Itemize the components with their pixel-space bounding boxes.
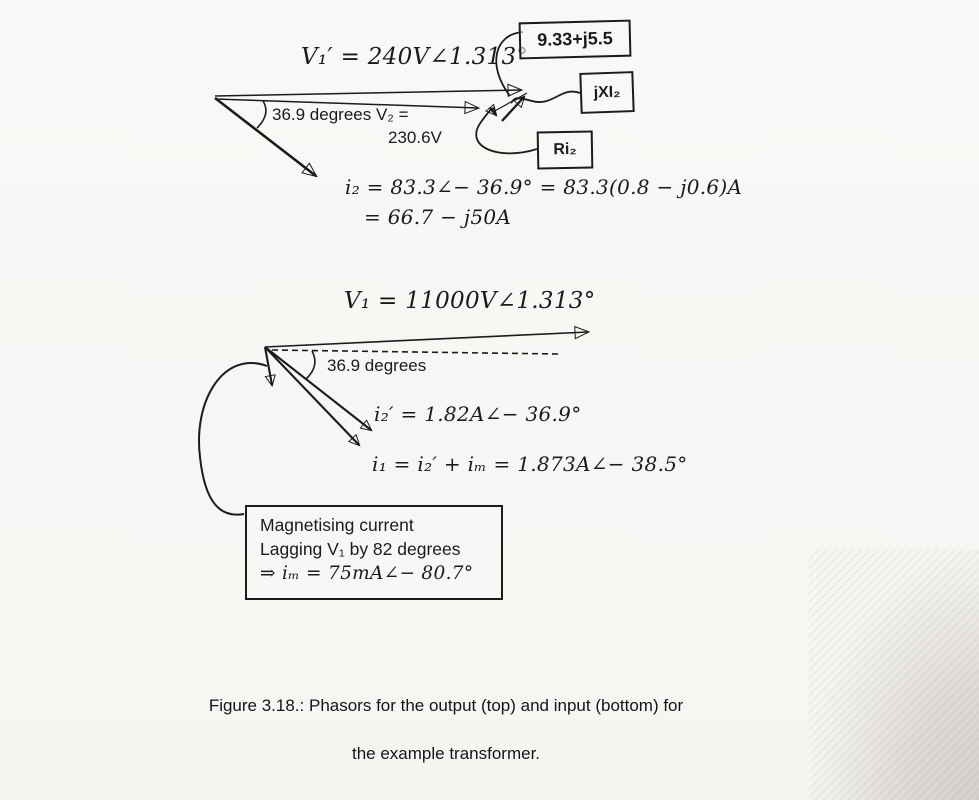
reference-dashed-line [271,349,559,355]
i2-equation-line1: i₂ = 83.3∠− 36.9° = 83.3(0.8 − j0.6)A [345,175,743,199]
jxi2-box-callout-curve [510,90,581,104]
scan-corner-shadow [809,550,979,800]
figure-caption-line2: the example transformer. [351,744,541,763]
impedance-box-callout-curve [495,31,524,97]
magnetising-box-line1: Magnetising current [260,515,414,535]
angle-label-bottom: 36.9 degrees [327,356,427,375]
ri2-box-callout-curve [475,107,538,155]
v2-phasor-arrow [214,98,481,115]
magnetising-box-line2: Lagging V₁ by 82 degrees [260,538,461,559]
jxi2-drop-arrow [501,97,524,122]
figure-caption-line1: Figure 3.18.: Phasors for the output (to… [208,696,684,715]
reactance-drop-label: jXI₂ [593,83,621,101]
v1-label: V₁ = 11000V∠1.313° [344,288,596,314]
magnetising-current-box: Magnetising current Lagging V₁ by 82 deg… [245,505,503,600]
magnetising-box-line3: ⇒ iₘ = 75mA∠− 80.7° [260,563,474,585]
angle-arc-top [256,100,267,129]
v1-prime-label: V₁′ = 240V∠1.313° [301,44,529,70]
angle-v2-label-line2: 230.6V [388,128,442,147]
drop-triangle-edge-line [492,92,528,113]
i2-equation-line2: = 66.7 − j50A [364,205,512,229]
magnetising-current-arrow [263,346,272,385]
v1-prime-phasor-arrow [214,83,524,98]
reactance-drop-box: jXI₂ [579,71,635,114]
i2-prime-equation: i₂′ = 1.82A∠− 36.9° [374,402,582,426]
i1-equation: i₁ = i₂′ + iₘ = 1.873A∠− 38.5° [372,452,688,476]
angle-arc-bottom [305,350,316,380]
i2-prime-phasor-arrow [264,346,371,430]
magnetising-box-callout-loop [198,362,268,516]
impedance-value-box: 9.33+j5.5 [518,19,632,60]
i1-phasor-arrow [264,346,359,445]
resistance-drop-label: Ri₂ [553,140,577,159]
resistance-drop-box: Ri₂ [536,130,594,170]
i2-phasor-arrow [214,96,318,178]
angle-v2-label-line1: 36.9 degrees V₂ = [272,105,409,124]
v1-phasor-arrow [264,325,591,348]
impedance-value-label: 9.33+j5.5 [536,28,614,50]
